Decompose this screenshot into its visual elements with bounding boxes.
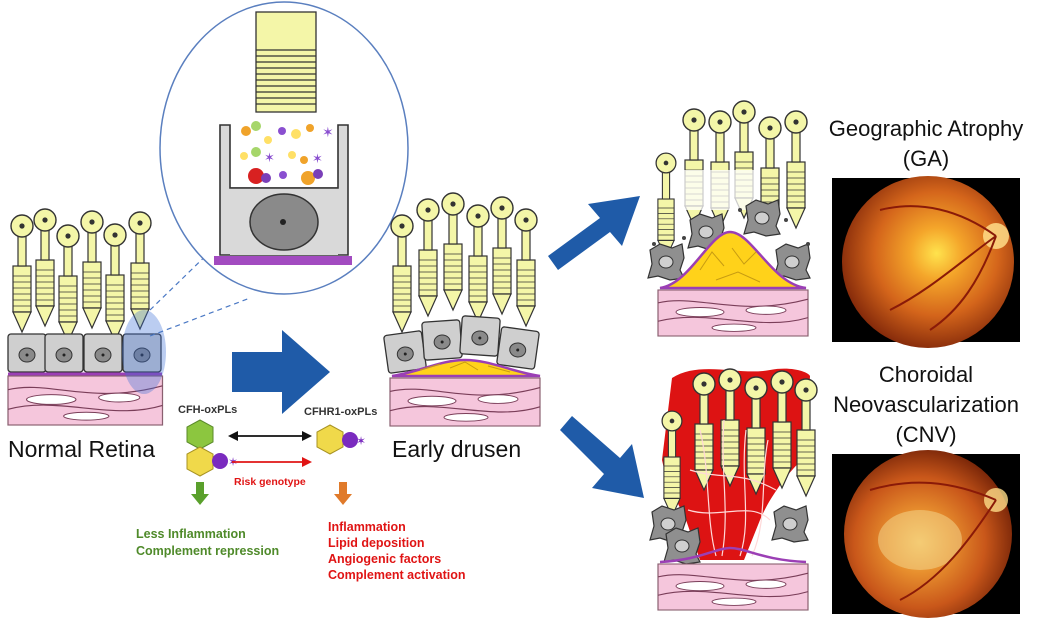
risk-outcome-arrow — [334, 482, 352, 505]
normal-retina-label: Normal Retina — [8, 436, 155, 462]
cfhr1-oxpls-label: CFHR1-oxPLs — [304, 406, 378, 418]
magnified-region-highlight — [122, 310, 166, 394]
cnv-title-line3: (CNV) — [895, 422, 957, 447]
cnv-title-line1: Choroidal — [878, 362, 974, 387]
exchange-arrow — [228, 431, 312, 441]
svg-text:✶: ✶ — [264, 151, 275, 166]
risk-genotype-arrow — [232, 457, 312, 467]
svg-text:✶: ✶ — [312, 152, 323, 167]
risk-genotype-label: Risk genotype — [234, 476, 306, 488]
svg-text:✶: ✶ — [356, 434, 366, 448]
cnv-fundus-photo — [832, 450, 1020, 618]
early-drusen-label: Early drusen — [392, 436, 522, 462]
cfh-oxpls-label: CFH-oxPLs — [178, 404, 238, 416]
ga-title-line2: (GA) — [902, 146, 950, 171]
risk-outcome-1: Inflammation — [328, 520, 406, 534]
svg-text:✶: ✶ — [322, 125, 334, 141]
protective-outcome-arrow — [191, 482, 209, 505]
ga-fundus-photo — [832, 176, 1020, 348]
risk-outcome-3: Angiogenic factors — [328, 552, 442, 566]
cnv-title-line2: Neovascularization — [833, 392, 1019, 417]
normal-retina-illustration — [7, 208, 166, 426]
ga-illustration — [647, 100, 811, 337]
zoom-line-bottom — [149, 297, 251, 337]
magnified-cell-inset: ✶ ✶ ✶ — [159, 1, 409, 295]
protective-outcome-2: Complement repression — [136, 544, 280, 558]
protective-outcome-1: Less Inflammation — [136, 527, 246, 541]
cfhr1-molecule: ✶ — [316, 424, 366, 455]
ga-title-line1: Geographic Atrophy — [828, 116, 1024, 141]
cnv-illustration — [649, 368, 818, 611]
progression-arrow-cnv — [560, 416, 644, 498]
risk-outcome-4: Complement activation — [328, 568, 466, 582]
cfh-molecule: ✶ — [186, 419, 238, 477]
progression-arrow-ga — [548, 196, 640, 270]
progression-arrow-1 — [232, 330, 330, 414]
early-drusen-illustration — [382, 192, 541, 427]
risk-outcome-2: Lipid deposition — [328, 536, 425, 550]
